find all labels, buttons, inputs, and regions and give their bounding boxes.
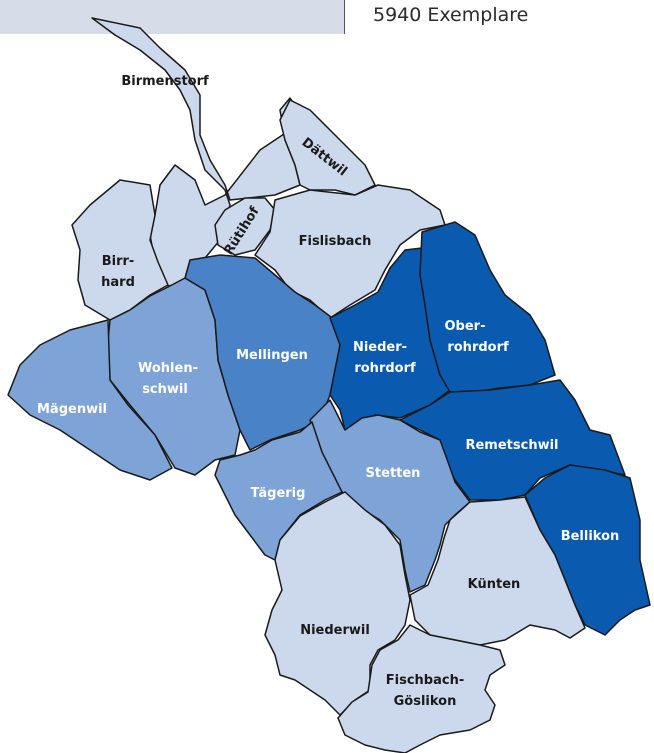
label-maegenwil: Mägenwil bbox=[37, 402, 107, 417]
header-box bbox=[345, 0, 654, 34]
label-stetten: Stetten bbox=[366, 466, 421, 481]
label-birmenstorf: Birmenstorf bbox=[121, 74, 209, 89]
label-fischbach-1: Fischbach- bbox=[386, 673, 464, 688]
region-maegenwil[interactable] bbox=[7, 319, 173, 481]
label-mellingen: Mellingen bbox=[236, 348, 308, 363]
label-kuenten: Künten bbox=[468, 577, 521, 592]
region-taegerig[interactable] bbox=[214, 421, 343, 561]
label-niederrohrdorf-1: Nieder- bbox=[353, 340, 407, 355]
label-wohlenschwil-2: schwil bbox=[142, 382, 188, 397]
region-oberrohrdorf[interactable] bbox=[419, 221, 556, 393]
header-divider bbox=[344, 0, 345, 34]
label-birrhard-1: Birr- bbox=[102, 254, 135, 269]
region-fischbach[interactable] bbox=[337, 624, 506, 753]
region-ruetihof[interactable] bbox=[214, 197, 276, 256]
region-birmenstorf[interactable] bbox=[91, 17, 301, 289]
label-oberrohrdorf-1: Ober- bbox=[445, 319, 486, 334]
copies-count: 5940 Exemplare bbox=[373, 4, 529, 26]
region-daettwil[interactable] bbox=[279, 99, 376, 196]
label-bellikon: Bellikon bbox=[561, 529, 620, 544]
label-fislisbach: Fislisbach bbox=[299, 234, 372, 249]
label-niederwil: Niederwil bbox=[300, 623, 370, 638]
label-remetschwil: Remetschwil bbox=[465, 438, 558, 453]
label-wohlenschwil-1: Wohlen- bbox=[138, 361, 198, 376]
region-niederwil[interactable] bbox=[264, 491, 411, 716]
label-birrhard-2: hard bbox=[101, 275, 135, 290]
label-oberrohrdorf-2: rohrdorf bbox=[447, 340, 509, 355]
label-taegerig: Tägerig bbox=[251, 486, 306, 501]
label-fischbach-2: Göslikon bbox=[394, 694, 457, 709]
region-fislisbach[interactable] bbox=[254, 184, 446, 319]
region-kuenten[interactable] bbox=[409, 496, 586, 646]
label-niederrohrdorf-2: rohrdorf bbox=[354, 361, 416, 376]
